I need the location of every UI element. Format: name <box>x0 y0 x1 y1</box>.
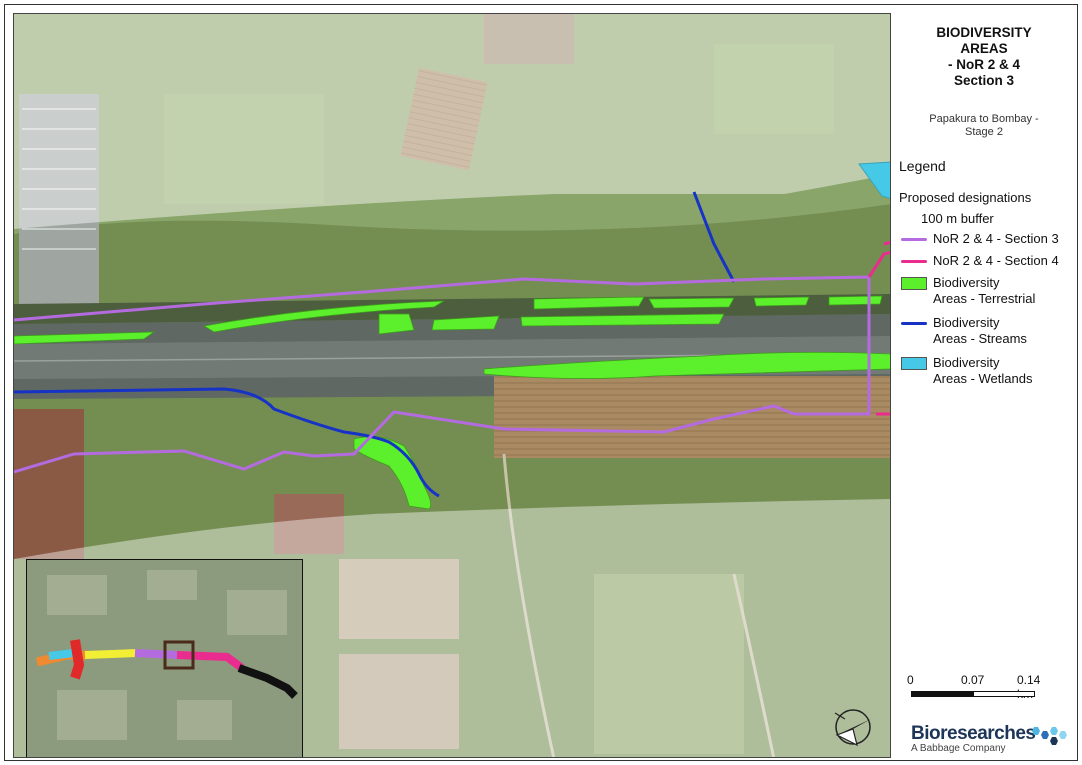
section4-line-swatch <box>899 253 929 269</box>
section4-boundary <box>867 240 890 416</box>
brand-name: Bioresearches <box>911 723 1036 744</box>
wetlands-fill-swatch <box>899 355 929 371</box>
brand-tagline: A Babbage Company <box>911 743 1006 754</box>
bare-field-south-1 <box>339 559 459 639</box>
farm-track <box>502 453 556 757</box>
paddock-se <box>594 574 744 754</box>
terrestrial-fill-swatch <box>899 275 929 291</box>
inset-segment-red <box>70 639 85 680</box>
terrestrial-areas <box>14 295 890 510</box>
paddock-nw <box>164 94 324 204</box>
farm-track-2 <box>732 573 776 757</box>
scale-bar: 0 0.07 0.14 km <box>907 673 1057 713</box>
map-layout-frame: BIODIVERSITY AREAS - NoR 2 & 4 Section 3… <box>4 4 1078 761</box>
legend-item-terrestrial: Biodiversity Areas - Terrestrial <box>899 275 1035 307</box>
legend-title: Legend <box>899 158 946 174</box>
paddock-ne <box>714 44 834 134</box>
map-subtitle: Papakura to Bombay - Stage 2 <box>929 113 1039 138</box>
scale-bar-black-segment <box>911 691 973 697</box>
section3-boundary <box>14 275 871 474</box>
glasshouse-lines <box>22 108 96 250</box>
bare-field-south-2 <box>339 654 459 749</box>
stream-main <box>14 387 440 498</box>
legend-item-section4: NoR 2 & 4 - Section 4 <box>899 253 1059 269</box>
bare-paddock <box>484 14 574 64</box>
red-soil-paddock <box>14 409 84 559</box>
scale-tick-0: 0 <box>907 673 914 687</box>
scale-bar-white-segment <box>973 691 1035 697</box>
stream-north <box>692 191 736 283</box>
section3-line-swatch <box>899 231 929 247</box>
legend-item-section3: NoR 2 & 4 - Section 3 <box>899 231 1059 247</box>
inset-segment-purple <box>134 649 178 659</box>
legend-item-buffer: 100 m buffer <box>899 211 994 227</box>
map-title: BIODIVERSITY AREAS - NoR 2 & 4 Section 3 <box>936 25 1032 88</box>
streams-line-swatch <box>899 315 929 331</box>
inset-segment-yellow <box>84 649 138 659</box>
ploughed-paddock-south <box>494 376 890 458</box>
brown-paddock <box>274 494 344 554</box>
hexagon-cluster-icon <box>1032 727 1067 745</box>
buffer-north <box>14 14 890 229</box>
legend-group-heading: Proposed designations <box>899 190 1032 205</box>
brand-logo: Bioresearches A Babbage Company <box>911 723 1067 754</box>
legend-panel: BIODIVERSITY AREAS - NoR 2 & 4 Section 3… <box>834 13 1075 758</box>
legend-item-wetlands: Biodiversity Areas - Wetlands <box>899 355 1032 387</box>
inset-extent-box <box>163 640 195 670</box>
inset-segment-black <box>237 664 298 699</box>
north-arrow-icon <box>834 709 871 747</box>
ploughed-paddock-north <box>400 67 488 171</box>
inset-canvas <box>27 560 302 757</box>
overview-inset-map[interactable] <box>26 559 303 757</box>
scale-tick-mid: 0.07 <box>961 673 985 687</box>
legend-item-streams: Biodiversity Areas - Streams <box>899 315 1027 347</box>
buffer-swatch <box>899 211 917 227</box>
aerial-map[interactable] <box>13 13 891 758</box>
wetland-area <box>858 161 890 199</box>
inset-texture <box>47 570 287 740</box>
